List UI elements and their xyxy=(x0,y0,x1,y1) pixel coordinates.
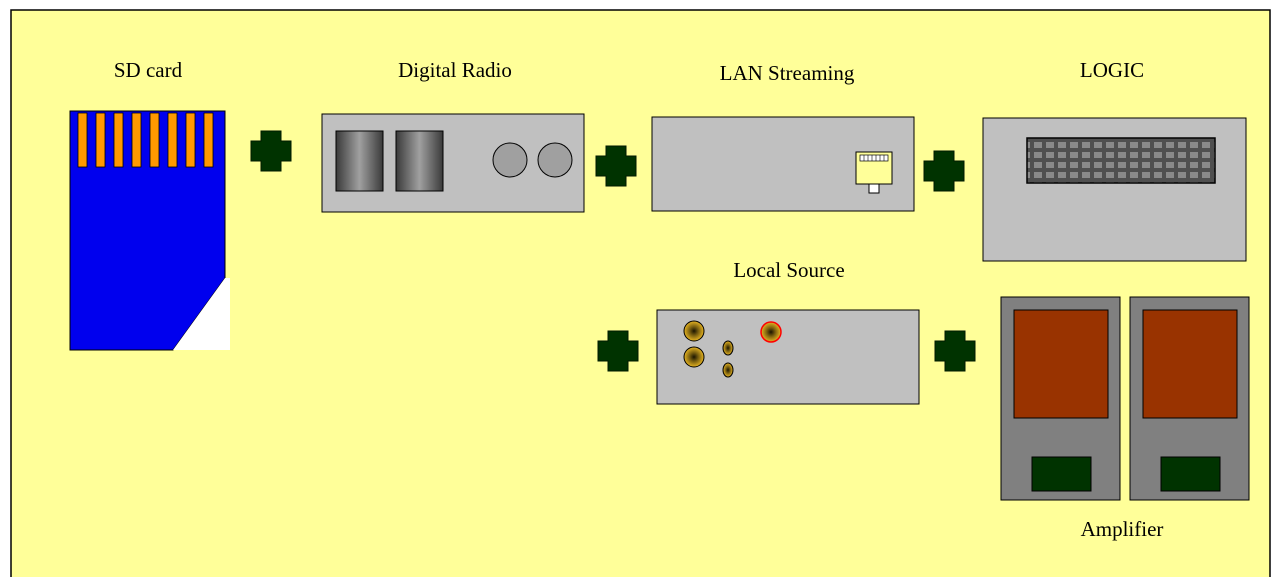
amplifier-label: Amplifier xyxy=(1080,517,1164,541)
logic-label: LOGIC xyxy=(1079,58,1145,82)
connector-sd-radio xyxy=(250,130,292,172)
amplifier-channel-right xyxy=(1129,296,1250,501)
small-jack-1 xyxy=(722,340,734,356)
rca-jack-1 xyxy=(683,320,705,342)
rca-jack-2 xyxy=(683,346,705,368)
lan-streaming-module xyxy=(651,116,915,212)
radio-jack-2 xyxy=(395,130,444,192)
digital-radio-label: Digital Radio xyxy=(398,58,512,82)
sd-card-contacts xyxy=(77,112,214,168)
amplifier-channel-left xyxy=(1000,296,1121,501)
local-source-label: Local Source xyxy=(733,258,845,282)
radio-knob-2 xyxy=(537,142,573,178)
amplifier-module xyxy=(1000,296,1250,501)
rca-jack-red xyxy=(760,321,782,343)
local-source-module xyxy=(656,309,920,405)
logic-module xyxy=(982,117,1247,262)
radio-knob-1 xyxy=(492,142,528,178)
connector-local-left xyxy=(597,330,639,372)
connector-radio-lan xyxy=(595,145,637,187)
small-jack-2 xyxy=(722,362,734,378)
lan-streaming-label: LAN Streaming xyxy=(719,61,855,85)
ethernet-port-icon xyxy=(855,151,893,194)
connector-lan-logic xyxy=(923,150,965,192)
sd-card-label: SD card xyxy=(113,58,183,82)
radio-jack-1 xyxy=(335,130,384,192)
connector-local-amp xyxy=(934,330,976,372)
logic-header-icon xyxy=(1026,137,1216,184)
digital-radio-module xyxy=(321,113,585,213)
sd-card-icon xyxy=(69,110,230,351)
